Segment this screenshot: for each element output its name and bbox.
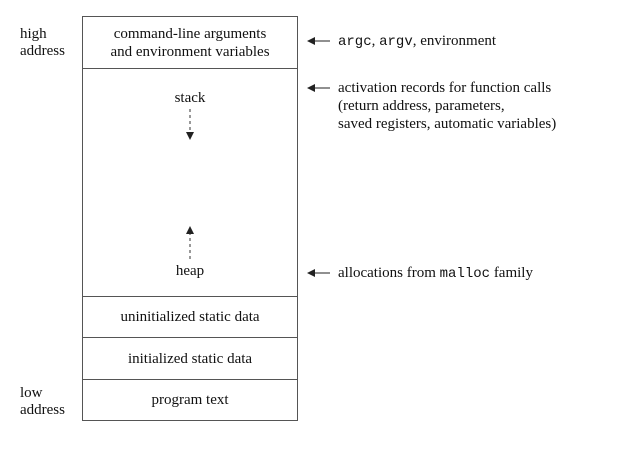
annotation-malloc: malloc <box>439 266 491 282</box>
annotation-args-sep-2: , <box>412 33 421 49</box>
segment-stack-heap: stack heap <box>83 68 297 296</box>
annotation-heap-before: allocations from <box>338 265 440 281</box>
low-address-label: low address <box>20 385 65 419</box>
annotation-args: argc, argv, environment <box>338 32 496 51</box>
high-address-line-2: address <box>20 43 65 59</box>
segment-bss-label: uninitialized static data <box>120 309 260 325</box>
high-address-label: high address <box>20 26 65 60</box>
segment-uninitialized-static-data: uninitialized static data <box>83 296 297 337</box>
segment-initialized-static-data: initialized static data <box>83 337 297 379</box>
segment-text-label: program text <box>151 392 229 408</box>
annotation-stack-line-1: activation records for function calls <box>338 80 552 96</box>
heap-label: heap <box>175 263 205 279</box>
segment-args-line-1: command-line arguments <box>113 25 267 42</box>
segment-program-text: program text <box>83 379 297 420</box>
memory-layout-column: command-line arguments and environment v… <box>82 16 298 421</box>
annotation-stack-line-2: (return address, parameters, <box>338 98 505 114</box>
low-address-line-2: address <box>20 402 65 418</box>
annotation-args-sep-1: , <box>371 33 380 49</box>
annotation-environment: environment <box>420 33 497 49</box>
segment-command-line-args: command-line arguments and environment v… <box>83 17 297 68</box>
segment-data-label: initialized static data <box>127 350 253 367</box>
segment-args-line-2: and environment variables <box>110 43 270 60</box>
high-address-line-1: high <box>20 26 47 42</box>
annotation-heap-after: family <box>490 265 533 281</box>
annotation-heap: allocations from malloc family <box>338 264 533 283</box>
annotation-argc: argc <box>338 34 372 50</box>
low-address-line-1: low <box>20 385 43 401</box>
annotation-stack: activation records for function calls (r… <box>338 79 556 133</box>
annotation-stack-line-3: saved registers, automatic variables) <box>338 116 557 132</box>
annotation-argv: argv <box>379 34 413 50</box>
stack-label: stack <box>174 90 206 106</box>
